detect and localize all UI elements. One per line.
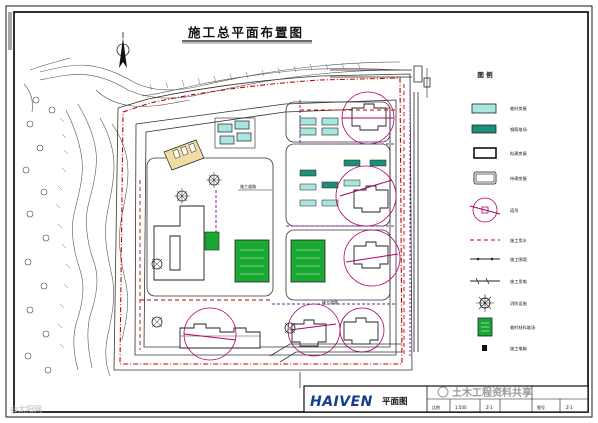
slope-hatching bbox=[55, 62, 361, 349]
site-boundary-wall bbox=[119, 77, 403, 365]
entrance-road bbox=[330, 65, 423, 83]
legend-item-label: 临时房屋 bbox=[510, 105, 527, 112]
extra-value: Z-1 bbox=[486, 405, 493, 410]
legend-item-label: 施工用水 bbox=[510, 237, 528, 244]
tower-crane-jibs bbox=[183, 117, 399, 341]
hydrant-symbol-2 bbox=[174, 188, 190, 204]
hydrant-symbol-5 bbox=[284, 322, 296, 334]
legend-temp-building-swatch bbox=[471, 103, 497, 114]
legend-item-label: 临时材料堆场 bbox=[510, 324, 535, 331]
small-material-yard bbox=[204, 231, 220, 251]
internal-road bbox=[134, 99, 397, 356]
north-arrow-icon bbox=[116, 32, 130, 68]
title-block: HAIVEN 平面图 比例 1:500 图号 Z-1 Z-1 bbox=[303, 385, 589, 413]
plan-title: 施工总平面布置图 bbox=[188, 25, 304, 40]
hydrant-symbol-3 bbox=[151, 258, 163, 270]
slope-contours bbox=[23, 57, 401, 377]
binding-strip bbox=[8, 12, 12, 50]
legend-item-label: 施工用电 bbox=[510, 278, 528, 285]
temp-buildings-west bbox=[214, 117, 256, 149]
legend-power-line bbox=[470, 277, 500, 285]
watermark-right-text: 土木工程资料共享 bbox=[452, 386, 532, 399]
legend-steel-yard-swatch bbox=[471, 124, 497, 134]
steel-yards bbox=[299, 159, 387, 207]
legend-item-label: 待建房屋 bbox=[510, 175, 527, 182]
site-boundary-line bbox=[113, 73, 413, 371]
hydrant-symbol-1 bbox=[206, 172, 222, 188]
drawing-name: 平面图 bbox=[382, 397, 408, 407]
legend-item-label: 拟建房屋 bbox=[510, 150, 527, 157]
company-logo: HAIVEN bbox=[310, 394, 373, 410]
gate-marker bbox=[423, 68, 431, 98]
watermark-right: 土木工程资料共享 bbox=[437, 386, 532, 399]
road-annotation: 施工道路 bbox=[240, 183, 256, 189]
scale-label: 比例 bbox=[432, 404, 440, 410]
parking-area bbox=[163, 139, 205, 171]
legend-planned-building-swatch bbox=[473, 147, 497, 159]
legend-item-label: 施工电箱 bbox=[510, 345, 527, 352]
hydrant-symbol-4 bbox=[151, 316, 163, 328]
tower-building-s bbox=[291, 319, 327, 347]
tower-building-ne bbox=[351, 103, 387, 131]
temp-buildings-north bbox=[299, 117, 339, 136]
legend-item-label: 消防设施 bbox=[510, 300, 528, 307]
tower-building-se bbox=[343, 317, 379, 345]
planned-building-west bbox=[153, 205, 205, 281]
legend-existing-building-swatch bbox=[473, 171, 497, 185]
row-building-sw bbox=[179, 323, 261, 349]
legend-material-yard-swatch bbox=[477, 317, 493, 337]
tower-building-e1 bbox=[353, 185, 389, 213]
water-line-runs bbox=[139, 109, 396, 350]
legend-heading: 图 例 bbox=[477, 70, 493, 79]
legend-hydrant-icon bbox=[476, 294, 494, 312]
power-line-runs bbox=[215, 100, 396, 305]
legend-wall-line bbox=[470, 257, 500, 261]
sheet-label: 图号 bbox=[537, 404, 545, 410]
road-annotation-2: 施工道路 bbox=[322, 299, 338, 305]
legend-item-label: 塔吊 bbox=[510, 207, 518, 214]
legend-tower-crane-icon bbox=[469, 197, 501, 223]
legend-power-box-icon bbox=[482, 345, 487, 351]
tower-building-e2 bbox=[353, 241, 389, 269]
legend-item-label: 钢筋堆场 bbox=[510, 126, 527, 133]
south-road bbox=[269, 343, 402, 388]
sheet-value: Z-1 bbox=[566, 405, 573, 410]
drawing-inner-frame bbox=[13, 11, 589, 413]
tree-symbols bbox=[22, 96, 56, 374]
scale-value: 1:500 bbox=[455, 405, 467, 410]
legend-item-label: 施工围墙 bbox=[510, 256, 527, 263]
drawing-outer-frame bbox=[5, 5, 593, 418]
legend: 图 例 临时房屋 钢筋堆场 拟建房屋 待建房屋 塔吊 施工用水 施工围墙 bbox=[469, 70, 535, 352]
material-yards bbox=[234, 239, 326, 283]
watermark-left: @太阳网 bbox=[10, 404, 42, 414]
